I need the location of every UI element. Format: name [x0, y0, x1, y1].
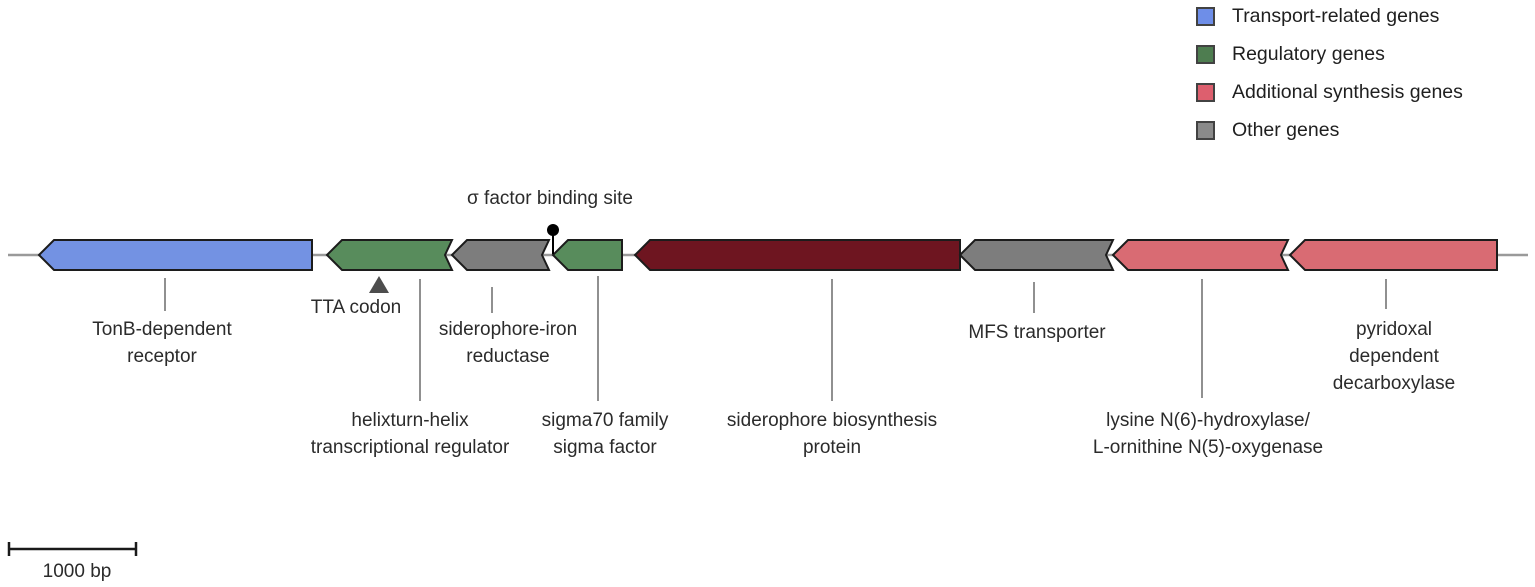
tta-codon-label: TTA codon — [310, 297, 402, 318]
gene-arrow-siderophore-iron-reductase — [450, 239, 551, 271]
legend-item-label: Regulatory genes — [1232, 42, 1385, 65]
sigma-binding-site-marker-icon — [547, 224, 559, 236]
sigma-binding-site-label: σ factor binding site — [467, 188, 633, 209]
legend-item-regulatory-genes: Regulatory genes — [1196, 43, 1463, 65]
gene-arrow-tonb-dependent-receptor — [37, 239, 313, 271]
legend-swatch-icon — [1196, 120, 1215, 140]
legend-item-additional-synthesis-genes: Additional synthesis genes — [1196, 81, 1463, 103]
gene-label-helixturn-helix-transcriptional-regulato: helixturn-helix transcriptional regulato… — [310, 410, 510, 458]
legend-item-label: Transport-related genes — [1232, 4, 1440, 27]
gene-arrow-mfs-transporter — [958, 239, 1115, 271]
gene-label-siderophore-biosynthesis-protein: siderophore biosynthesis protein — [726, 410, 938, 458]
legend-swatch-icon — [1196, 6, 1215, 26]
gene-label-tonb-dependent-receptor: TonB-dependent receptor — [92, 319, 232, 367]
legend-item-label: Additional synthesis genes — [1232, 80, 1463, 103]
gene-arrow-helixturn-helix-transcriptional-regulato — [325, 239, 454, 271]
legend-item-transport-related-genes: Transport-related genes — [1196, 5, 1463, 27]
tta-codon-marker-icon — [369, 276, 389, 293]
scale-bar-label: 1000 bp — [42, 561, 112, 582]
legend-item-label: Other genes — [1232, 118, 1340, 141]
legend-swatch-icon — [1196, 82, 1215, 102]
gene-label-sigma70-family-sigma-factor: sigma70 family sigma factor — [541, 410, 669, 458]
legend-item-other-genes: Other genes — [1196, 119, 1463, 141]
gene-arrow-siderophore-biosynthesis-protein — [633, 239, 961, 271]
gene-label-siderophore-iron-reductase: siderophore-iron reductase — [438, 319, 578, 367]
gene-arrow-sigma70-family-sigma-factor — [551, 239, 623, 271]
gene-label-pyridoxal-dependent-decarboxylase: pyridoxal dependent decarboxylase — [1332, 319, 1456, 394]
gene-label-lysine-n-6-hydroxylase-l-ornithine-n-5-o: lysine N(6)-hydroxylase/ L-ornithine N(5… — [1092, 410, 1324, 458]
gene-arrow-pyridoxal-dependent-decarboxylase — [1288, 239, 1498, 271]
gene-arrow-lysine-n-6-hydroxylase-l-ornithine-n-5-o — [1111, 239, 1290, 271]
gene-label-mfs-transporter: MFS transporter — [968, 322, 1106, 343]
legend-swatch-icon — [1196, 44, 1215, 64]
